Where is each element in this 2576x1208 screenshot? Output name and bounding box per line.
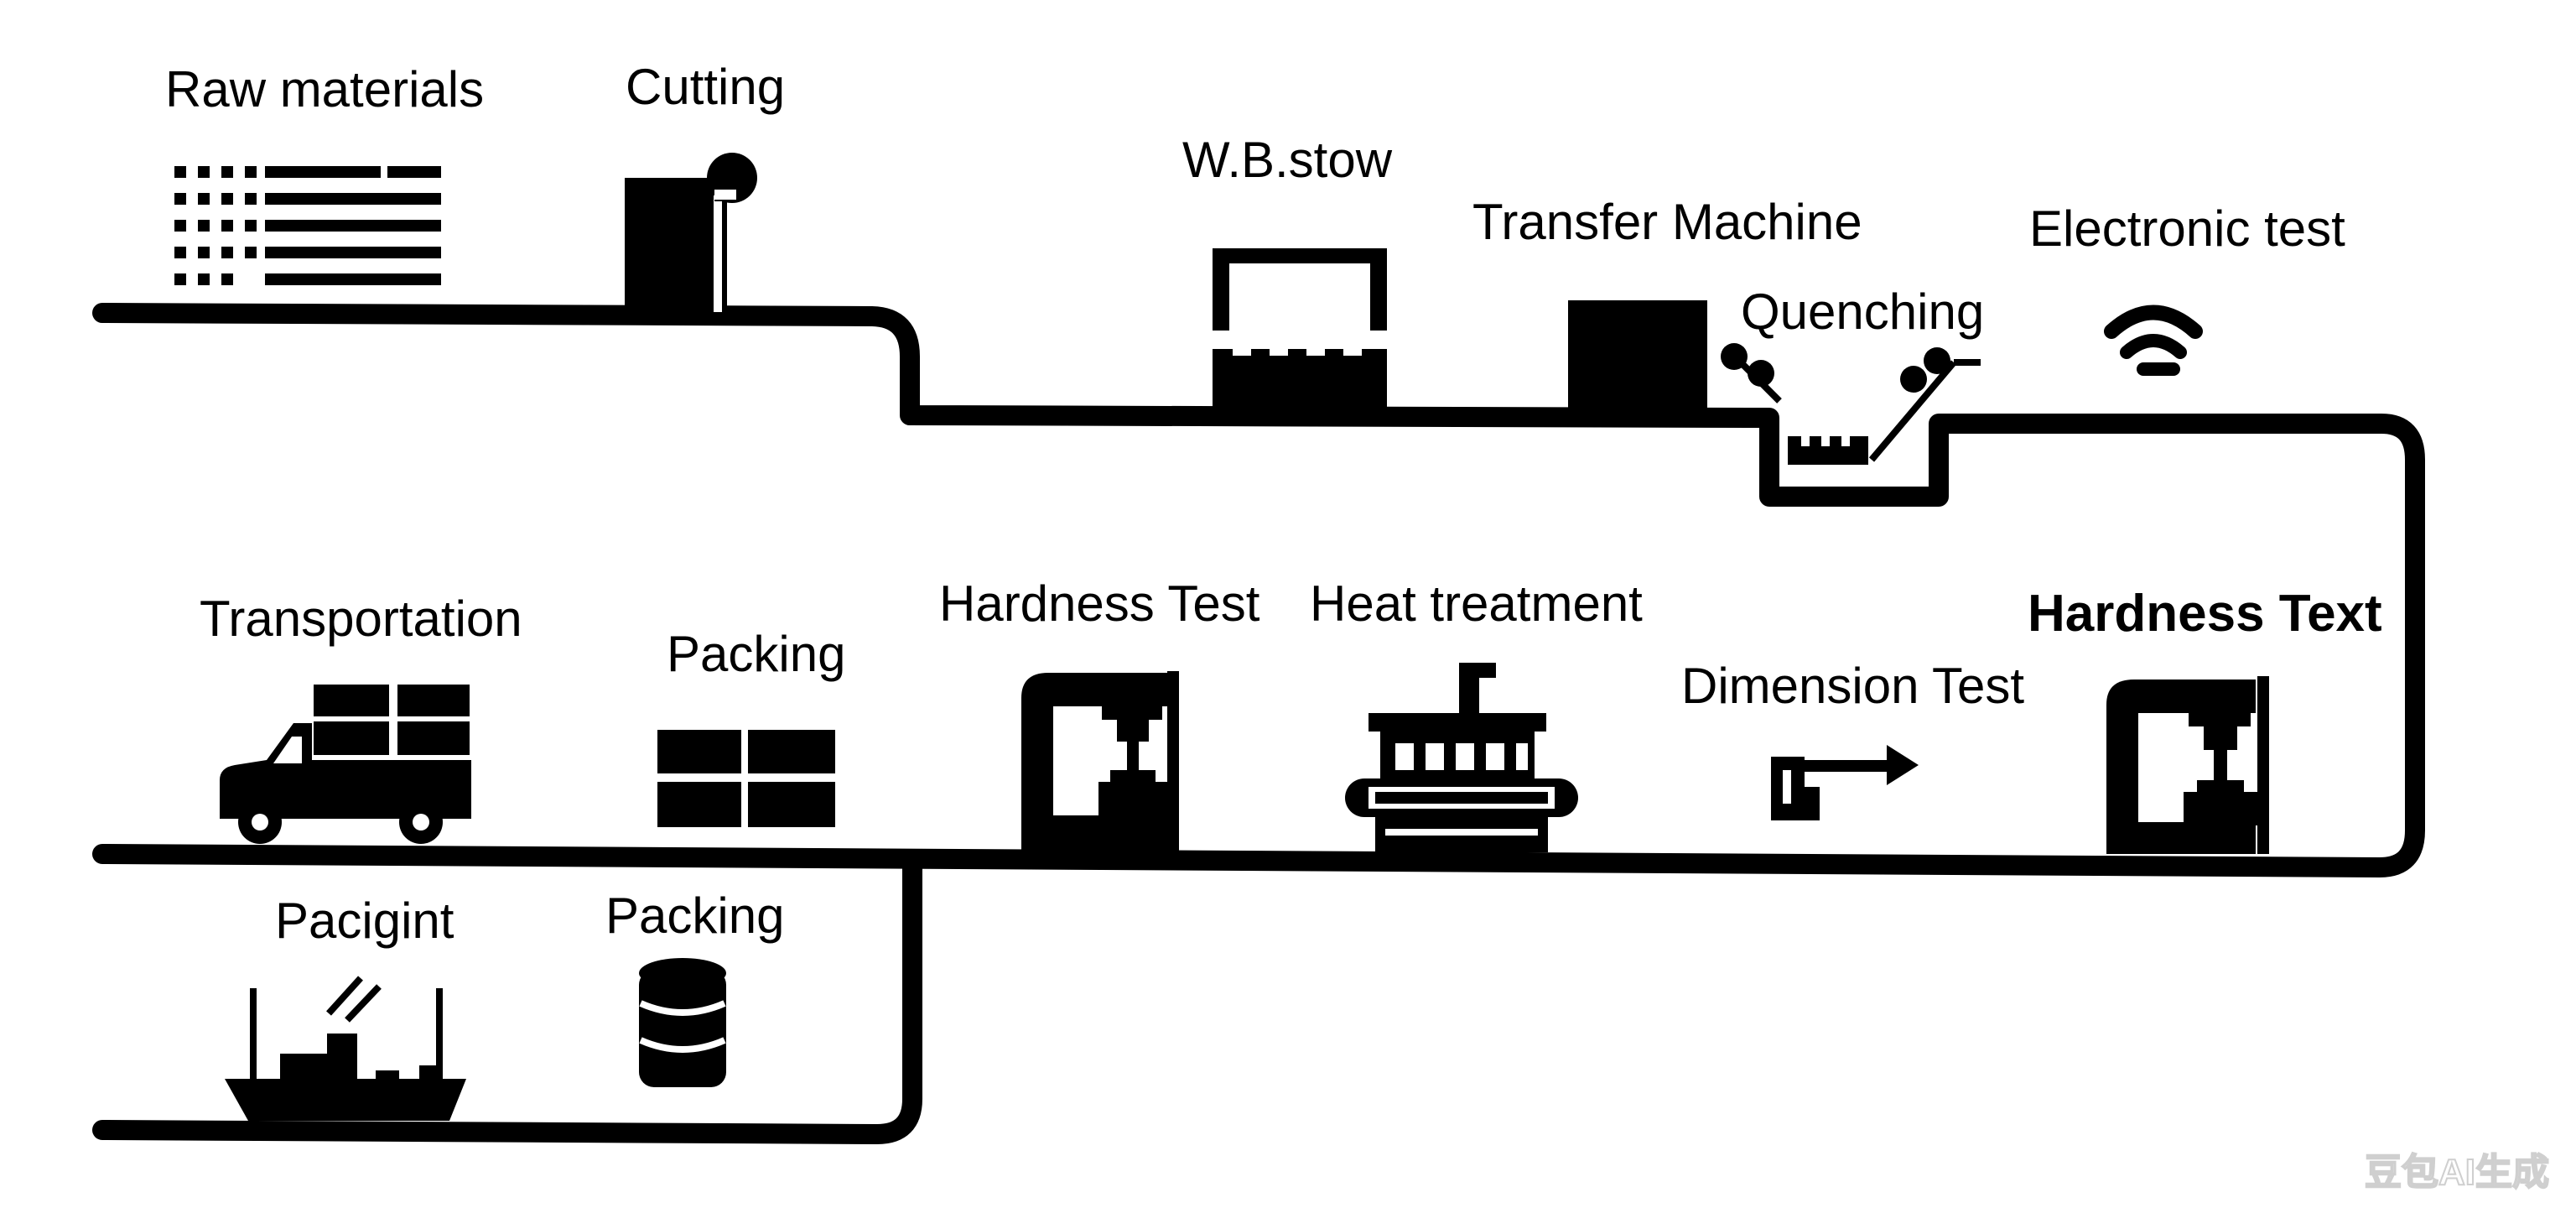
- label-transfer-machine: Transfer Machine: [1472, 194, 1862, 250]
- label-packing-2: Packing: [605, 888, 784, 944]
- ship-icon: [225, 976, 466, 1121]
- hardness-tester-icon: [2106, 676, 2269, 854]
- label-dimension-test: Dimension Test: [1681, 658, 2024, 714]
- signal-sensor-icon: [2104, 305, 2203, 376]
- label-transportation: Transportation: [200, 591, 522, 647]
- step-labels: Raw materials Cutting W.B.stow Transfer …: [165, 59, 2382, 949]
- process-path: [92, 303, 2425, 1144]
- cutting-machine-icon: [625, 153, 757, 314]
- caliper-arrow-icon: [1771, 745, 1919, 820]
- box-stack-icon: [657, 730, 835, 827]
- label-cutting: Cutting: [626, 59, 785, 115]
- furnace-icon: [1345, 663, 1578, 852]
- label-packing-1: Packing: [667, 626, 845, 682]
- label-hardness-text: Hardness Text: [2028, 585, 2382, 643]
- label-raw-materials: Raw materials: [165, 61, 484, 117]
- label-quenching: Quenching: [1741, 284, 1984, 340]
- material-stack-icon: [174, 166, 441, 285]
- flow-line-bottom: [92, 852, 922, 1144]
- hardness-tester-icon: [1021, 671, 1179, 851]
- label-pacigint: Pacigint: [275, 893, 454, 949]
- barrel-icon: [639, 958, 726, 1087]
- label-wb-stow: W.B.stow: [1182, 132, 1393, 188]
- quenching-tank-icon: [1721, 343, 1981, 465]
- flow-line-top: [92, 303, 2425, 877]
- label-heat-treatment: Heat treatment: [1310, 575, 1643, 632]
- watermark-text: 豆包AI生成: [2365, 1152, 2549, 1193]
- press-frame-icon: [1213, 248, 1387, 416]
- transfer-machine-icon: [1568, 300, 1707, 416]
- truck-icon: [220, 685, 471, 844]
- label-electronic-test: Electronic test: [2029, 200, 2345, 257]
- label-hardness-test: Hardness Test: [939, 575, 1260, 632]
